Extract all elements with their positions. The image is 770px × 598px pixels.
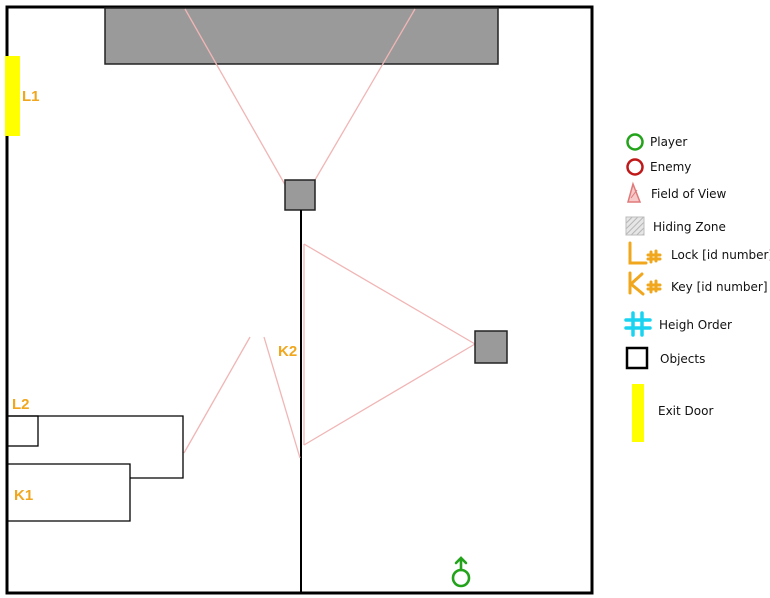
object-center-box bbox=[284, 179, 316, 211]
lock-label-l2: L2 bbox=[12, 396, 30, 413]
hiding-zone-legend-icon bbox=[625, 216, 645, 236]
legend-height-label: Heigh Order bbox=[659, 318, 732, 332]
lock-label-l1: L1 bbox=[22, 88, 40, 105]
hash-icon bbox=[624, 311, 652, 337]
objects-legend-icon bbox=[625, 346, 649, 370]
legend-key-label: Key [id number] bbox=[671, 280, 768, 294]
legend-lock-label: Lock [id number] bbox=[671, 248, 770, 262]
fov-top-enemy bbox=[184, 8, 416, 198]
left-furniture bbox=[6, 415, 184, 522]
fov-middle bbox=[183, 336, 301, 459]
legend: Player Enemy Field of View Hiding Zone bbox=[624, 133, 770, 442]
legend-enemy-label: Enemy bbox=[650, 160, 691, 174]
lock-legend-icon bbox=[628, 241, 662, 265]
exit-door-legend-icon bbox=[632, 384, 644, 442]
fov-right-enemy bbox=[303, 243, 476, 446]
player-marker-icon bbox=[451, 556, 471, 588]
enemy-legend-icon bbox=[626, 158, 644, 176]
legend-fov-label: Field of View bbox=[651, 187, 727, 201]
object-top-block bbox=[104, 7, 499, 65]
object-right-box bbox=[474, 330, 508, 364]
legend-hiding-label: Hiding Zone bbox=[653, 220, 726, 234]
legend-player-label: Player bbox=[650, 135, 687, 149]
field-of-view-legend-icon bbox=[627, 181, 642, 203]
legend-objects-label: Objects bbox=[660, 352, 705, 366]
player-legend-icon bbox=[626, 133, 644, 151]
exit-door bbox=[5, 56, 20, 136]
key-label-k1: K1 bbox=[14, 487, 33, 504]
key-label-k2: K2 bbox=[278, 343, 297, 360]
key-legend-icon bbox=[628, 271, 662, 296]
room-walls bbox=[5, 5, 594, 595]
legend-exit-label: Exit Door bbox=[658, 404, 713, 418]
